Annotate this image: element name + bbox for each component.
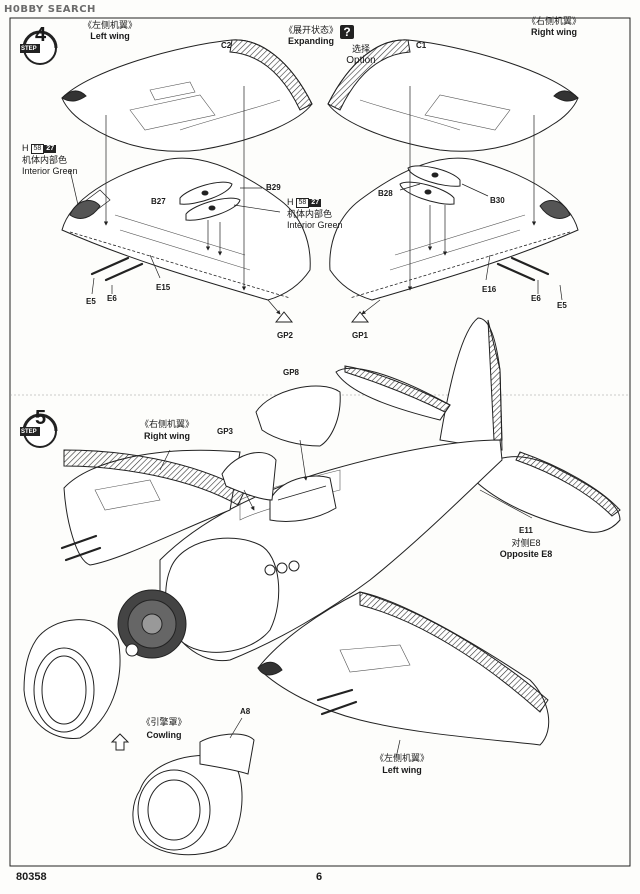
color1-en: Interior Green bbox=[22, 166, 78, 176]
step4-badge bbox=[20, 30, 58, 65]
step4-left-wing-en: Left wing bbox=[90, 31, 130, 41]
step5-badge bbox=[20, 413, 58, 448]
step5-right-guns bbox=[60, 534, 102, 562]
part-e11: E11 bbox=[519, 526, 533, 535]
part-c1: C1 bbox=[416, 41, 427, 50]
right-wing-upper-c1 bbox=[327, 39, 579, 152]
part-e16: E16 bbox=[482, 285, 497, 294]
kit-number: 80358 bbox=[16, 871, 47, 883]
part-gp2: GP2 bbox=[277, 331, 294, 340]
color2-en: Interior Green bbox=[287, 220, 343, 230]
step5-left-wing bbox=[257, 591, 550, 746]
page-number: 6 bbox=[316, 871, 323, 883]
color1-code: 58 bbox=[30, 143, 45, 154]
part-c2: C2 bbox=[221, 41, 232, 50]
color2-code-b: 27 bbox=[309, 198, 322, 207]
step4-left-wing-cn: 《左侧机翼》 bbox=[82, 20, 138, 30]
cowling-front bbox=[23, 619, 121, 739]
step5-number: 5 bbox=[35, 407, 47, 429]
part-b27: B27 bbox=[151, 197, 166, 206]
cowling-assembly bbox=[132, 733, 255, 856]
radial-engine bbox=[117, 589, 187, 659]
cowling-en: Cowling bbox=[146, 730, 182, 740]
step5-step-word: STEP bbox=[21, 429, 37, 435]
part-gp1-shape bbox=[350, 311, 370, 323]
opposite-en: Opposite E8 bbox=[499, 549, 553, 559]
step4-step-word: STEP bbox=[21, 46, 37, 52]
step5-left-wing-en: Left wing bbox=[382, 765, 422, 775]
part-b28: B28 bbox=[378, 189, 393, 198]
watermark: H0BBY SEARCH bbox=[4, 4, 96, 15]
cowling-arrow-icon bbox=[110, 733, 130, 751]
left-wing-upper-c2 bbox=[61, 39, 313, 152]
right-wing-lower-e16 bbox=[329, 157, 579, 301]
right-wing-guides bbox=[361, 86, 563, 315]
part-gp8-shape bbox=[255, 385, 341, 447]
step5-right-wing bbox=[63, 449, 246, 566]
part-e6-right: E6 bbox=[531, 294, 541, 303]
right-wing-guns bbox=[496, 256, 550, 282]
part-e5-right: E5 bbox=[557, 301, 567, 310]
step5-right-wing-en: Right wing bbox=[144, 431, 190, 441]
part-b29: B29 bbox=[266, 183, 281, 192]
question-box-icon: ? bbox=[340, 25, 354, 39]
step4-right-wing-en: Right wing bbox=[531, 27, 577, 37]
part-b30: B30 bbox=[490, 196, 505, 205]
part-gp8: GP8 bbox=[283, 368, 300, 377]
part-e5-left: E5 bbox=[86, 297, 96, 306]
part-a8: A8 bbox=[240, 707, 251, 716]
part-b28-b30 bbox=[399, 165, 461, 205]
part-gp1: GP1 bbox=[352, 331, 369, 340]
part-e6-left: E6 bbox=[107, 294, 117, 303]
step5-left-guns bbox=[316, 688, 358, 716]
left-wing-guns bbox=[90, 256, 144, 282]
left-wing-lower-e15 bbox=[61, 157, 311, 301]
option-cn: 选择 bbox=[351, 44, 371, 54]
color2-cn: 机体内部色 bbox=[287, 209, 333, 219]
color1-code-b: 27 bbox=[44, 144, 57, 153]
fuselage bbox=[159, 317, 621, 662]
color2-code: 58 bbox=[295, 197, 310, 208]
expanding-cn: 《展开状态》 bbox=[283, 25, 339, 35]
cowling-cn: 《引擎罩》 bbox=[141, 717, 187, 727]
color2-prefix: H bbox=[287, 197, 294, 207]
expanding-en: Expanding bbox=[287, 36, 335, 46]
opposite-cn: 对侧E8 bbox=[511, 538, 541, 548]
part-gp3: GP3 bbox=[217, 427, 234, 436]
step4-number: 4 bbox=[35, 24, 47, 46]
color1-prefix: H bbox=[22, 143, 29, 153]
step5-right-wing-cn: 《右侧机翼》 bbox=[139, 419, 195, 429]
part-gp3-shape bbox=[221, 452, 277, 501]
step5-guides bbox=[159, 439, 533, 759]
part-e15: E15 bbox=[156, 283, 171, 292]
part-gp2-shape bbox=[274, 311, 294, 323]
step5-left-wing-cn: 《左侧机翼》 bbox=[374, 753, 430, 763]
color1-cn: 机体内部色 bbox=[22, 155, 68, 165]
left-wing-guides bbox=[69, 86, 281, 315]
option-en: Option bbox=[346, 55, 376, 66]
step4-right-wing-cn: 《右侧机翼》 bbox=[526, 16, 582, 26]
part-b27-b29 bbox=[179, 181, 241, 221]
